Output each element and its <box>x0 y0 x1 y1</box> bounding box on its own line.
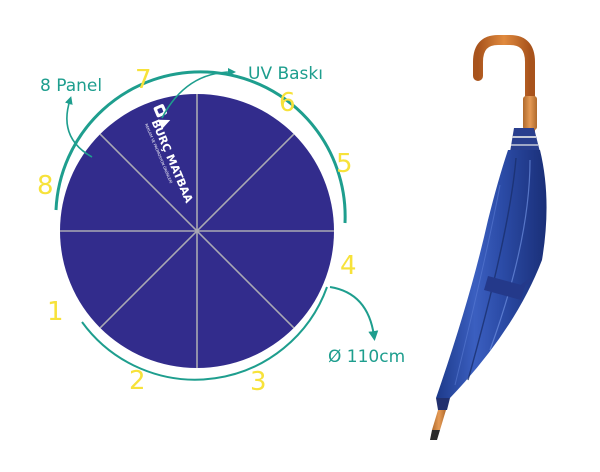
canopy-ribs <box>60 94 334 368</box>
panel-count-label: 8 Panel <box>40 76 102 96</box>
umbrella-handle <box>473 35 535 141</box>
panel-numbers: 1 2 3 4 5 6 7 8 <box>37 65 357 397</box>
panel-number-2: 2 <box>129 366 146 396</box>
canopy-top-view: BURÇ MATBAA REKLAM VE PROMOSYON ÜRÜNLERİ <box>60 94 334 368</box>
print-type-callout: UV Baskı <box>161 64 323 119</box>
panel-number-4: 4 <box>340 251 357 281</box>
umbrella-tip <box>432 410 446 430</box>
panel-number-7: 7 <box>135 65 152 95</box>
closed-umbrella-image <box>430 35 547 440</box>
diameter-callout: Ø 110cm <box>328 286 405 367</box>
panel-number-1: 1 <box>47 297 64 327</box>
panel-number-5: 5 <box>336 149 353 179</box>
panel-number-8: 8 <box>37 171 54 201</box>
print-type-label: UV Baskı <box>248 64 323 84</box>
panel-number-6: 6 <box>279 88 296 118</box>
umbrella-canopy-folded <box>436 150 547 398</box>
curved-arrow-icon <box>329 286 379 341</box>
panel-number-3: 3 <box>250 367 267 397</box>
diameter-label: Ø 110cm <box>328 347 405 367</box>
curved-arrow-icon <box>64 96 93 158</box>
logo-mark-icon <box>153 104 171 129</box>
curved-arrow-icon <box>161 68 236 119</box>
diameter-arc <box>81 286 328 381</box>
panel-count-callout: 8 Panel <box>40 76 102 158</box>
